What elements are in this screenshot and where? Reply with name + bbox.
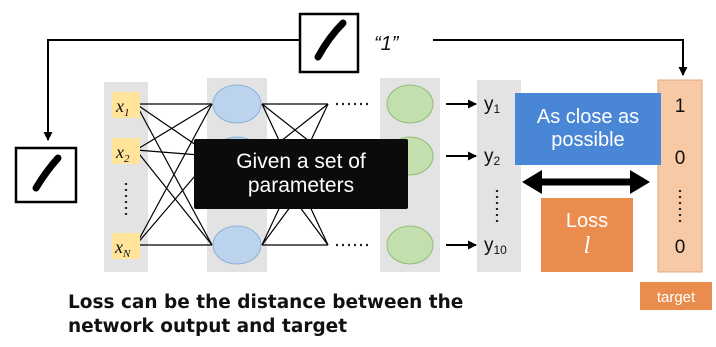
close-box-line2: possible [551,129,625,151]
target-value-1: 1 [675,96,686,117]
as-close-as-possible-box: As close as possible [515,93,661,165]
caption: Loss can be the distance between the net… [68,291,628,339]
input-x2-box [112,138,140,164]
close-box-line1: As close as [536,106,640,128]
handwritten-digit-one-icon [32,154,62,192]
given-parameters-line1: Given a set of [236,149,366,173]
input-label: “1” [374,33,400,55]
output-y1: y1 [484,94,501,116]
target-value-2: 0 [675,148,686,169]
loss-symbol: l [583,232,591,259]
loss-label: Loss [565,209,609,232]
output-neuron-3 [386,225,434,265]
input-x1: x1 [115,96,130,119]
caption-line1: Loss can be the distance between the [68,292,464,313]
input-xn: xN [114,237,131,260]
output-values-column [477,80,521,272]
double-headed-arrow-icon [522,170,650,194]
digit-to-target-arrow [433,39,688,76]
output-neuron-1 [386,84,434,124]
loss-box: Loss l [541,198,633,272]
given-parameters-box: Given a set of parameters [194,139,408,209]
handwritten-digit-one-icon [314,19,347,61]
target-value-last: 0 [675,237,686,258]
output-y2: y2 [484,146,501,168]
input-x2: x2 [115,142,130,165]
output-y10: y10 [484,235,507,257]
target-column [657,79,703,273]
hidden-neuron-1 [212,84,262,124]
input-connections [135,103,213,246]
caption-line2: network output and target [68,316,348,338]
hidden-neuron-3 [212,225,262,265]
input-x1-box [112,92,140,118]
input-xn-box [112,233,140,259]
target-label-box [640,282,712,310]
digit-to-input-arrow [43,39,300,141]
target-label: target [657,289,696,306]
given-parameters-line2: parameters [247,174,355,197]
